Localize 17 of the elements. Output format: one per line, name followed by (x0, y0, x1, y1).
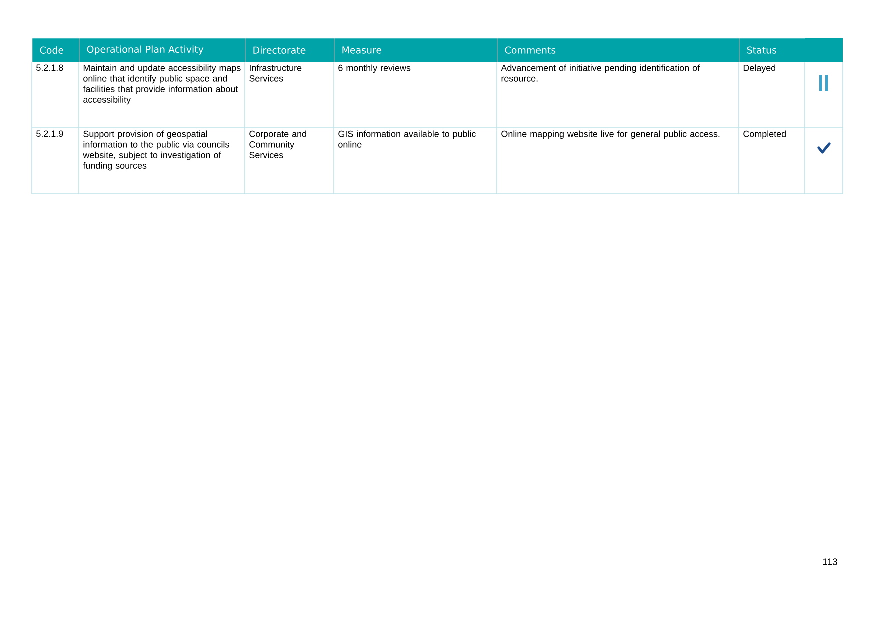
table-cell: Corporate and Community Services (250, 130, 306, 158)
header-cell: Measure (334, 38, 498, 63)
table-cell: Completed (744, 130, 786, 140)
header-cell: Status (739, 38, 806, 63)
header-cell: Directorate (245, 38, 335, 63)
table-cell: Online mapping website live for general public access. (502, 130, 720, 140)
table-cell: GIS information available to public online (338, 130, 476, 148)
table-cell: Maintain and update accessibility maps online that identify public space and facilities that provide information about accessibility (83, 64, 241, 105)
table-cell: Advancement of initiative pending identification of resource. (501, 64, 700, 82)
table-cell: 5.2.1.8 (36, 64, 64, 72)
table-cell: Delayed (744, 64, 776, 74)
table-cell: 5.2.1.9 (36, 130, 64, 138)
page-number: 113 (823, 558, 838, 566)
table-cell: Support provision of geospatial information to the public via councils website, subject to investigation of funding sources (83, 130, 230, 171)
header-cell: Code (32, 38, 80, 63)
table-cell: 6 monthly reviews (338, 64, 411, 74)
table-cell: Infrastructure Services (250, 64, 302, 82)
